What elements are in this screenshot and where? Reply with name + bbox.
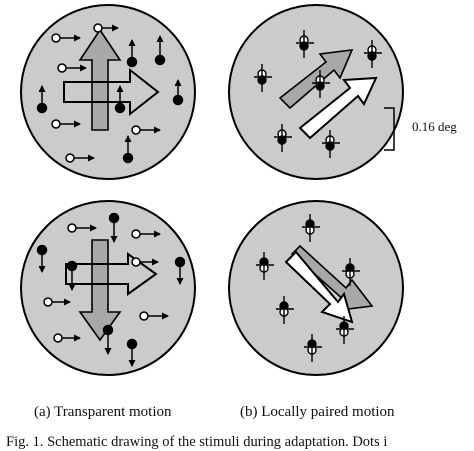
hollow-dot <box>43 297 53 307</box>
filled-dot <box>154 54 166 66</box>
filled-dot <box>102 324 114 336</box>
hollow-dot <box>53 333 63 343</box>
paired-dot <box>304 334 322 362</box>
filled-dot <box>126 56 138 68</box>
filled-dot <box>122 152 134 164</box>
paired-dot <box>322 130 340 158</box>
hollow-dot <box>67 223 77 233</box>
figure-caption: Fig. 1. Schematic drawing of the stimuli… <box>6 434 388 450</box>
paired-dot-group <box>256 214 360 362</box>
panel-a-top <box>20 4 196 180</box>
horizontal-motion-arrow <box>65 252 158 296</box>
hollow-dot <box>57 63 67 73</box>
filled-dot <box>66 260 78 272</box>
hollow-dot <box>51 33 61 43</box>
hollow-dot <box>93 23 103 33</box>
hollow-dot <box>131 229 141 239</box>
paired-dot <box>276 296 294 324</box>
filled-dot <box>108 212 120 224</box>
hollow-dot <box>131 257 141 267</box>
diagonal-hollow-arrow <box>298 76 378 140</box>
paired-dot <box>336 316 354 344</box>
paired-dot <box>254 64 272 92</box>
panel-b-top <box>228 4 404 180</box>
paired-dot <box>302 214 320 242</box>
scale-label: 0.16 deg <box>412 119 457 134</box>
hollow-dot <box>65 153 75 163</box>
hollow-dot <box>131 125 141 135</box>
dot-group <box>36 23 184 164</box>
caption-a: (a) Transparent motion <box>34 404 172 420</box>
scale-bracket <box>384 107 395 151</box>
panel-a-bottom <box>20 200 196 376</box>
paired-dot-group <box>254 30 382 158</box>
diagonal-hollow-arrow <box>284 250 354 324</box>
hollow-dot <box>51 119 61 129</box>
filled-dot <box>36 102 48 114</box>
paired-dot <box>342 258 360 286</box>
paired-dot <box>312 70 330 98</box>
horizontal-motion-arrow <box>63 67 160 117</box>
aperture-disc <box>228 4 404 180</box>
filled-dot <box>174 256 186 268</box>
filled-dot <box>126 338 138 350</box>
dot-group <box>36 212 186 367</box>
panel-b-bottom <box>228 200 404 376</box>
hollow-dot <box>139 311 149 321</box>
filled-dot <box>114 102 126 114</box>
paired-dot <box>296 30 314 58</box>
vertical-motion-arrow <box>78 28 122 131</box>
paired-dot <box>364 40 382 68</box>
paired-dot <box>256 252 274 280</box>
paired-dot <box>274 124 292 152</box>
caption-b: (b) Locally paired motion <box>240 404 395 420</box>
filled-dot <box>36 244 48 256</box>
filled-dot <box>172 94 184 106</box>
